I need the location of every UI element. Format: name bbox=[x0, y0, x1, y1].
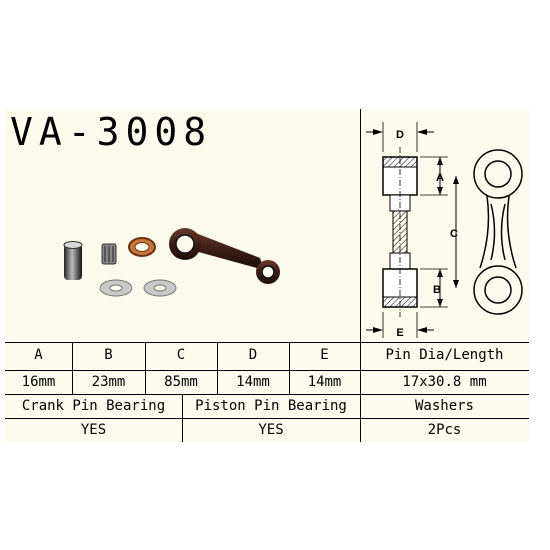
washer-icon bbox=[99, 279, 133, 297]
dim-value-pin: 17x30.8 mm bbox=[402, 374, 487, 390]
dim-header-e: E bbox=[320, 347, 329, 363]
needle-bearing-icon bbox=[101, 243, 117, 265]
piston-pin-bearing-value: YES bbox=[258, 422, 284, 438]
connecting-rod-kit-photo bbox=[63, 228, 280, 297]
diagram-divider bbox=[360, 109, 361, 342]
table-rule bbox=[217, 342, 218, 394]
dim-value-e: 14mm bbox=[307, 374, 342, 390]
dim-value-b: 23mm bbox=[91, 374, 126, 390]
dim-header-c: C bbox=[176, 347, 186, 363]
crank-bearing-cage-icon bbox=[128, 237, 156, 257]
washers-value: 2Pcs bbox=[427, 422, 462, 438]
dim-header-d: D bbox=[248, 347, 258, 363]
rod-front-view bbox=[473, 149, 523, 315]
connecting-rod-icon bbox=[169, 228, 280, 284]
washer-icon bbox=[143, 279, 177, 297]
dim-value-c: 85mm bbox=[164, 374, 198, 390]
table-rule bbox=[182, 394, 183, 442]
dim-label-d: D bbox=[396, 129, 404, 141]
dim-header-a: A bbox=[34, 347, 43, 363]
table-rule bbox=[289, 342, 290, 394]
table-rule bbox=[5, 394, 529, 395]
dim-header-b: B bbox=[104, 347, 113, 363]
rod-side-view bbox=[382, 147, 418, 317]
connecting-rod-dimension-diagram: D A C B E bbox=[366, 122, 523, 339]
piston-pin-bearing-header: Piston Pin Bearing bbox=[195, 398, 347, 414]
dim-label-e: E bbox=[396, 327, 403, 339]
crank-pin-bearing-header: Crank Pin Bearing bbox=[21, 398, 166, 414]
table-rule bbox=[5, 370, 529, 371]
washers-header: Washers bbox=[414, 398, 474, 414]
dim-value-a: 16mm bbox=[21, 374, 56, 390]
crank-pin-icon bbox=[63, 241, 83, 280]
crank-pin-bearing-value: YES bbox=[80, 422, 107, 438]
dim-header-pin: Pin Dia/Length bbox=[385, 347, 504, 363]
dim-label-a: A bbox=[436, 172, 444, 184]
table-rule bbox=[72, 342, 73, 394]
product-code: VA-3008 bbox=[10, 110, 213, 154]
table-rule bbox=[145, 342, 146, 394]
table-rule bbox=[360, 342, 361, 442]
dim-label-c: C bbox=[450, 228, 458, 240]
table-rule bbox=[5, 418, 529, 419]
table-rule bbox=[5, 342, 529, 343]
dim-label-b: B bbox=[433, 284, 441, 296]
dim-value-d: 14mm bbox=[236, 374, 270, 390]
